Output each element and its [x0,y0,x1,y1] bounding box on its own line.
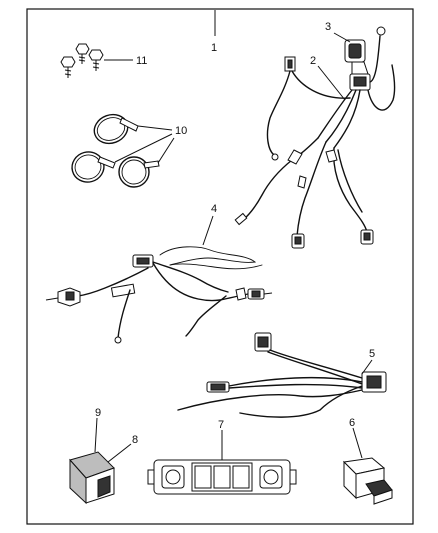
callout-9-label: 9 [95,407,101,419]
cable-tie-2 [71,151,116,183]
part-2-main-harness: 2 [234,26,396,249]
part-8-9-rocker-switch: 9 8 [69,407,138,505]
screw-1 [75,43,90,64]
cable-tie-3 [118,156,160,188]
callout-4-label: 4 [211,203,217,215]
screw-3 [60,56,76,78]
part-3-relay: 3 [325,21,369,75]
part-10-cable-ties: 10 [71,113,187,188]
callout-11-label: 11 [136,55,147,67]
callout-3-label: 3 [325,21,331,33]
callout-10-label: 10 [175,125,187,137]
callout-5-label: 5 [369,348,375,360]
part-5-switch-harness: 5 [177,332,387,418]
callout-1: 1 [211,10,217,54]
callout-1-label: 1 [211,42,217,54]
screw-2 [88,49,104,71]
callout-6-label: 6 [349,417,355,429]
cable-tie-1 [93,113,139,145]
part-6-block: 6 [342,417,393,505]
diagram-frame [26,8,414,525]
callout-7-label: 7 [218,419,224,431]
part-4-jumper-harness: 4 [45,203,273,344]
callout-8-label: 8 [132,434,138,446]
part-7-switch-bezel: 7 [147,419,297,495]
callout-2-label: 2 [310,55,316,67]
part-11-screws: 11 [60,43,147,78]
